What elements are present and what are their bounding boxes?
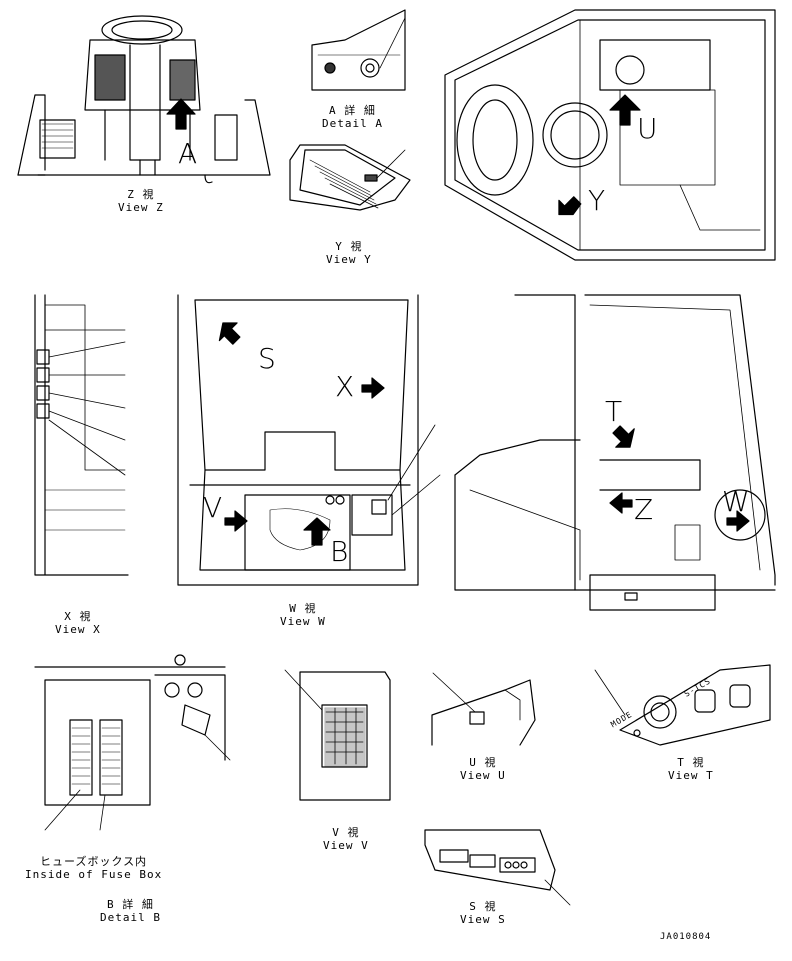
label-v: V	[203, 491, 223, 524]
view-v-drawing	[284, 669, 391, 801]
label-x: X	[335, 370, 355, 403]
label-z: Z	[634, 493, 654, 526]
caption-view-v: V 視 View V	[323, 826, 369, 852]
view-u-drawing	[431, 672, 536, 746]
view-s-drawing	[424, 829, 571, 906]
label-w: W	[722, 485, 750, 518]
caption-view-s: S 視 View S	[460, 900, 506, 926]
view-z-drawing	[17, 15, 271, 184]
caption-view-z: Z 視 View Z	[118, 188, 164, 214]
caption-view-t: T 視 View T	[668, 756, 714, 782]
label-u: U	[637, 112, 658, 145]
top-right-plan-drawing	[444, 9, 776, 261]
view-y-drawing	[289, 144, 411, 211]
caption-view-y: Y 視 View Y	[326, 240, 372, 266]
caption-detail-a: A 詳 細 Detail A	[322, 104, 383, 130]
label-y: Y	[588, 184, 606, 217]
label-t: T	[605, 395, 623, 428]
detail-a-drawing	[311, 9, 406, 91]
caption-view-u: U 視 View U	[460, 756, 506, 782]
view-t-drawing	[594, 664, 771, 746]
caption-view-w: W 視 View W	[280, 602, 326, 628]
view-x-drawing	[34, 294, 129, 576]
view-w-drawing	[177, 294, 441, 586]
label-a: A	[178, 137, 198, 170]
caption-view-x: X 視 View X	[55, 610, 101, 636]
drawing-code: JA010804	[660, 932, 712, 942]
caption-fuse-box: ヒューズボックス内 Inside of Fuse Box	[25, 855, 163, 881]
detail-b-drawing	[34, 654, 231, 831]
caption-detail-b: B 詳 細 Detail B	[100, 898, 161, 924]
label-b: B	[330, 535, 349, 568]
side-view-drawing	[454, 294, 776, 611]
label-s: S	[258, 342, 276, 375]
